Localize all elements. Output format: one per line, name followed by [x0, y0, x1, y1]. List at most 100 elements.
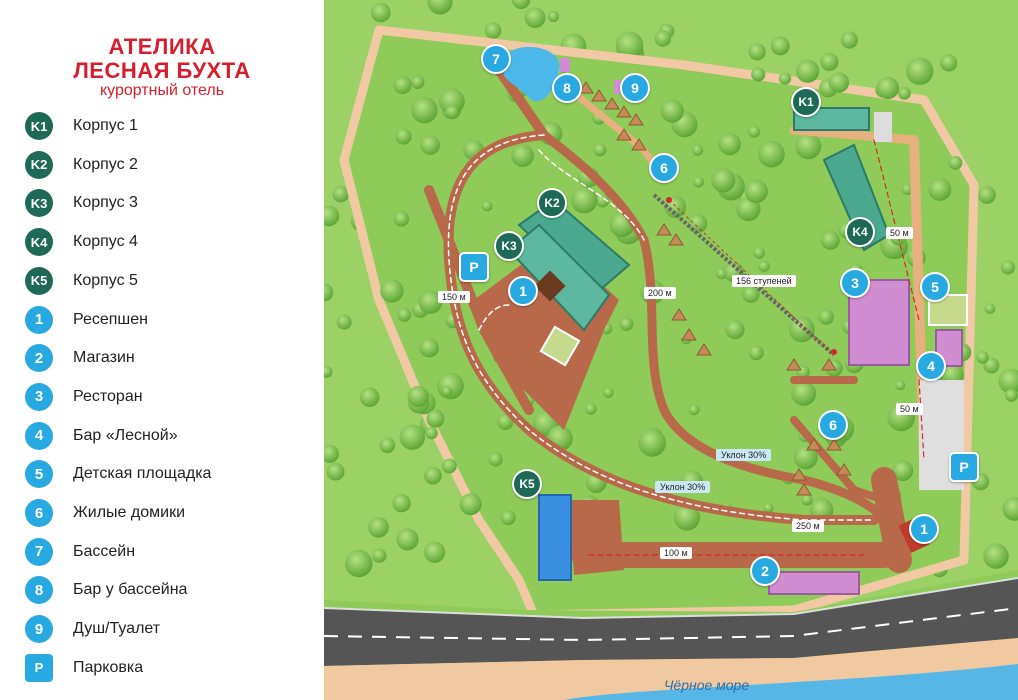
- tree: [928, 178, 952, 201]
- cabin: [806, 438, 822, 451]
- tree: [820, 52, 839, 71]
- tree: [940, 54, 958, 72]
- tree: [748, 43, 766, 61]
- tree: [500, 510, 516, 526]
- map-marker[interactable]: 6: [818, 410, 848, 440]
- map-marker[interactable]: 6: [649, 153, 679, 183]
- cabin: [791, 468, 807, 481]
- tree: [511, 144, 534, 167]
- pool-bar-building: [560, 58, 570, 72]
- tree: [424, 466, 442, 485]
- brand-subtitle: курортный отель: [99, 82, 225, 99]
- map-marker[interactable]: 3: [840, 268, 870, 298]
- map-marker[interactable]: 7: [481, 44, 511, 74]
- map-marker[interactable]: 4: [916, 351, 946, 381]
- tree: [437, 372, 464, 400]
- legend-badge: 3: [25, 382, 53, 411]
- tree: [753, 246, 765, 259]
- tree: [332, 186, 349, 203]
- cabin: [681, 328, 697, 341]
- tree: [393, 76, 412, 95]
- cabin: [591, 89, 607, 102]
- legend-badge: K2: [25, 150, 53, 179]
- tree: [418, 290, 443, 314]
- legend-badge: 1: [25, 305, 53, 334]
- legend-badge: K1: [25, 112, 53, 140]
- map-marker[interactable]: K2: [537, 188, 567, 218]
- tree: [324, 283, 334, 302]
- tree: [481, 200, 493, 212]
- map-marker[interactable]: P: [949, 452, 979, 482]
- tree: [976, 351, 989, 364]
- tree: [547, 11, 559, 22]
- tree: [380, 279, 404, 303]
- cabin: [821, 358, 837, 371]
- distance-label-150: 150 м: [438, 291, 470, 303]
- distance-label-250: 250 м: [792, 520, 824, 532]
- tree: [395, 128, 412, 145]
- tree: [758, 260, 770, 272]
- cabin: [696, 343, 712, 356]
- legend-badge: K5: [25, 266, 53, 295]
- map-marker[interactable]: K1: [791, 87, 821, 117]
- map-marker[interactable]: K4: [845, 217, 875, 247]
- tree: [424, 541, 446, 563]
- legend-badge: 9: [25, 615, 53, 644]
- legend-badge: 8: [25, 576, 53, 605]
- cabin: [656, 223, 672, 236]
- tree: [372, 548, 387, 563]
- cabin: [604, 97, 620, 110]
- tree: [439, 88, 465, 115]
- distance-label-100: 100 м: [660, 547, 692, 559]
- legend-label: Корпус 3: [73, 194, 138, 212]
- tree: [660, 99, 684, 123]
- tree: [795, 133, 822, 160]
- tree: [602, 387, 614, 398]
- cabin: [668, 233, 684, 246]
- legend-label: Магазин: [73, 349, 135, 367]
- tree: [793, 445, 818, 470]
- map-marker[interactable]: 9: [620, 73, 650, 103]
- legend-label: Парковка: [73, 658, 144, 676]
- map-marker[interactable]: 1: [909, 514, 939, 544]
- tree: [1005, 388, 1018, 402]
- tree: [744, 179, 768, 203]
- tree: [725, 320, 745, 340]
- tree: [820, 230, 840, 250]
- pool: [503, 46, 560, 102]
- tree: [791, 380, 817, 406]
- tree: [484, 22, 502, 39]
- tree: [399, 424, 425, 450]
- cabins: [578, 81, 852, 496]
- tree: [419, 337, 439, 358]
- tree: [748, 345, 764, 361]
- tree: [711, 168, 736, 193]
- map-marker[interactable]: P: [459, 252, 489, 282]
- legend-badge: 6: [25, 499, 53, 527]
- tree: [763, 503, 774, 514]
- tree: [673, 504, 701, 531]
- tree: [751, 67, 766, 82]
- cabin: [616, 128, 632, 141]
- map-marker[interactable]: K5: [512, 469, 542, 499]
- legend-label: Ресепшен: [73, 310, 148, 328]
- map-marker[interactable]: 8: [552, 73, 582, 103]
- brand-name-line1: АТЕЛИКА: [108, 34, 216, 59]
- reception-area: [569, 500, 624, 575]
- map-marker[interactable]: 1: [508, 276, 538, 306]
- cabin: [826, 438, 842, 451]
- map-marker[interactable]: 5: [920, 272, 950, 302]
- map-marker[interactable]: 2: [750, 556, 780, 586]
- brand-name-line2: ЛЕСНАЯ БУХТА: [73, 58, 251, 83]
- tree: [998, 368, 1018, 394]
- tree: [397, 307, 412, 322]
- map-marker[interactable]: K3: [494, 231, 524, 261]
